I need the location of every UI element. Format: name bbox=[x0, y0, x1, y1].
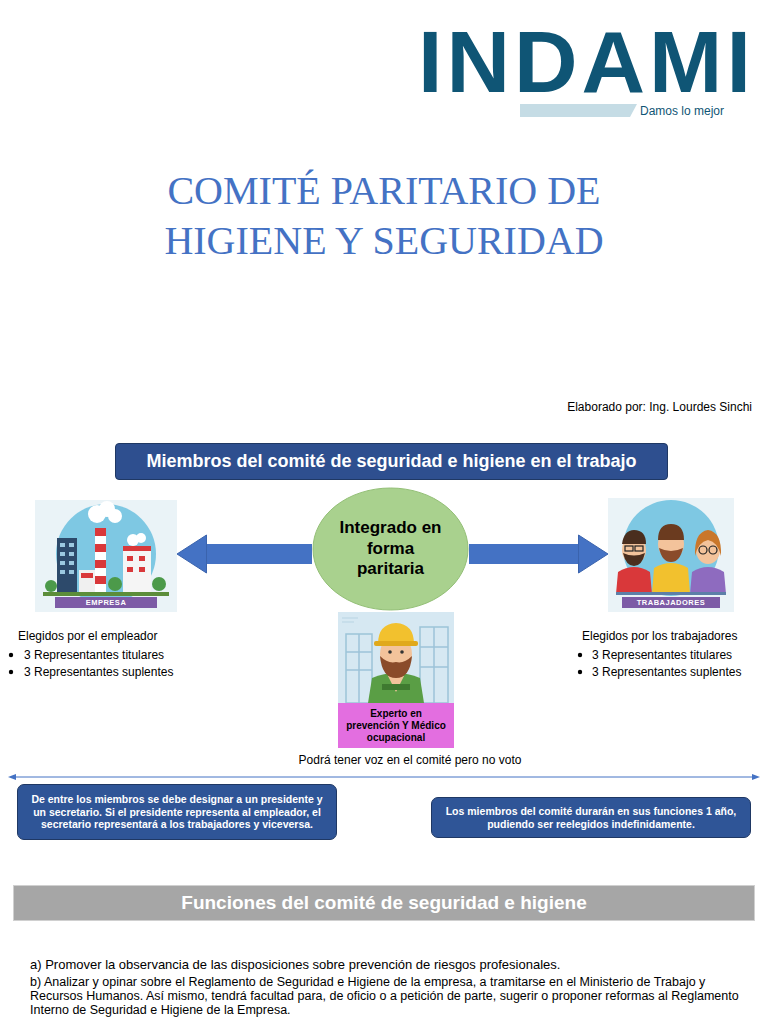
company-picture: EMPRESA bbox=[35, 500, 177, 612]
arrow-head bbox=[177, 535, 207, 573]
block-arrow bbox=[469, 535, 608, 573]
arrow-shaft bbox=[469, 544, 578, 564]
box-label: Miembros del comité de seguridad e higie… bbox=[146, 451, 636, 473]
box-label: Experto en prevención Y Médico ocupacion… bbox=[344, 708, 448, 744]
people-illustration bbox=[608, 498, 734, 612]
ellipse-label: Integrado en forma paritaria bbox=[339, 518, 443, 579]
group-heading: Elegidos por los trabajadores bbox=[582, 629, 766, 643]
center-ellipse: Integrado en forma paritaria bbox=[312, 487, 469, 611]
bullet-item: 3 Representantes titulares bbox=[24, 648, 264, 662]
logo-text: INDAMI bbox=[418, 18, 758, 106]
factory-illustration bbox=[35, 500, 177, 612]
box-label: De entre los miembros se debe designar a… bbox=[24, 793, 330, 831]
arrow-shaft bbox=[207, 544, 312, 564]
box-label: Los miembros del comité durarán en sus f… bbox=[438, 805, 744, 830]
ribbon-label: TRABAJADORES bbox=[622, 597, 720, 608]
separator-arrow bbox=[8, 774, 760, 780]
workers-picture: TRABAJADORES bbox=[608, 498, 734, 612]
worker-illustration bbox=[338, 612, 454, 703]
function-item: a) Promover la observancia de las dispos… bbox=[30, 958, 760, 972]
function-item: b) Analizar y opinar sobre el Reglamento… bbox=[30, 975, 760, 1017]
info-box: Los miembros del comité durarán en sus f… bbox=[431, 797, 751, 838]
arrow-head bbox=[579, 535, 609, 573]
bullet-item: 3 Representantes suplentes bbox=[24, 665, 264, 679]
block-arrow bbox=[177, 535, 312, 573]
role-box: Experto en prevención Y Médico ocupacion… bbox=[338, 703, 454, 748]
slide-title: COMITÉ PARITARIO DE HIGIENE Y SEGURIDAD bbox=[64, 166, 704, 266]
note-text: Podrá tener voz en el comité pero no vot… bbox=[250, 753, 570, 767]
section-band: Funciones del comité de seguridad e higi… bbox=[13, 885, 755, 921]
bullet-item: 3 Representantes suplentes bbox=[592, 665, 766, 679]
ribbon-label: EMPRESA bbox=[55, 597, 157, 608]
group-heading: Elegidos por el empleador bbox=[18, 629, 258, 643]
author-note: Elaborado por: Ing. Lourdes Sinchi bbox=[422, 400, 752, 414]
info-box: De entre los miembros se debe designar a… bbox=[17, 784, 337, 840]
box-label: Funciones del comité de seguridad e higi… bbox=[181, 892, 586, 915]
bullet-item: 3 Representantes titulares bbox=[592, 648, 766, 662]
logo-slogan: Damos lo mejor bbox=[640, 104, 764, 118]
header-band: Miembros del comité de seguridad e higie… bbox=[115, 443, 668, 480]
